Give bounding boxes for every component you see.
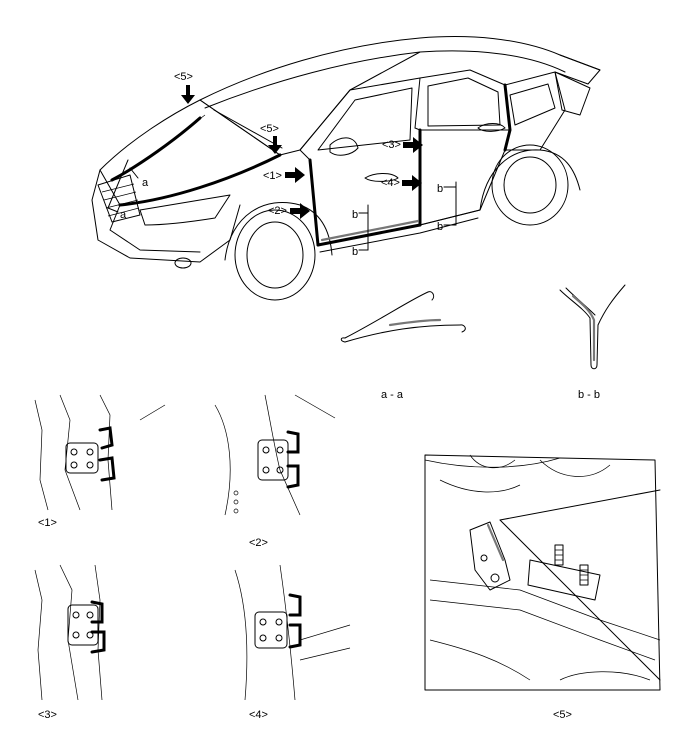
- callout-5-pillar: <5>: [260, 123, 279, 135]
- section-bb-drawing: b - b: [559, 284, 626, 401]
- arrow-3: [403, 137, 423, 153]
- caption-detail-3: <3>: [38, 709, 57, 721]
- callout-3: <3>: [382, 139, 401, 151]
- detail-3-drawing: <3>: [34, 564, 106, 721]
- arrow-5-hood: [181, 85, 195, 104]
- caption-detail-1: <1>: [38, 517, 57, 529]
- section-a-top: a: [142, 177, 149, 189]
- arrow-1: [285, 167, 305, 183]
- car-callouts: <5> <5> <1> <2> <3> <4> a a b b b b: [107, 71, 457, 258]
- detail-2-drawing: <2>: [214, 394, 336, 549]
- section-b-1: b: [352, 209, 358, 221]
- car-illustration: [91, 36, 601, 301]
- section-a-bottom: a: [120, 209, 127, 221]
- caption-detail-4: <4>: [249, 709, 268, 721]
- caption-section-aa: a - a: [381, 389, 404, 401]
- callout-5-hood: <5>: [174, 71, 193, 83]
- arrow-2: [290, 203, 310, 219]
- caption-detail-2: <2>: [249, 537, 268, 549]
- arrow-4: [402, 175, 422, 191]
- section-b-3: b: [437, 183, 443, 195]
- caption-detail-5: <5>: [553, 709, 572, 721]
- arrow-5-pillar: [268, 136, 282, 154]
- section-b-2: b: [352, 246, 358, 258]
- caption-section-bb: b - b: [578, 389, 600, 401]
- callout-4: <4>: [381, 177, 400, 189]
- detail-1-drawing: <1>: [34, 394, 166, 529]
- detail-4-drawing: <4>: [234, 564, 351, 721]
- callout-2: <2>: [268, 205, 287, 217]
- section-aa-drawing: a - a: [340, 291, 466, 401]
- detail-5-drawing: <5>: [424, 454, 661, 721]
- section-b-4: b: [437, 221, 443, 233]
- callout-1: <1>: [263, 170, 282, 182]
